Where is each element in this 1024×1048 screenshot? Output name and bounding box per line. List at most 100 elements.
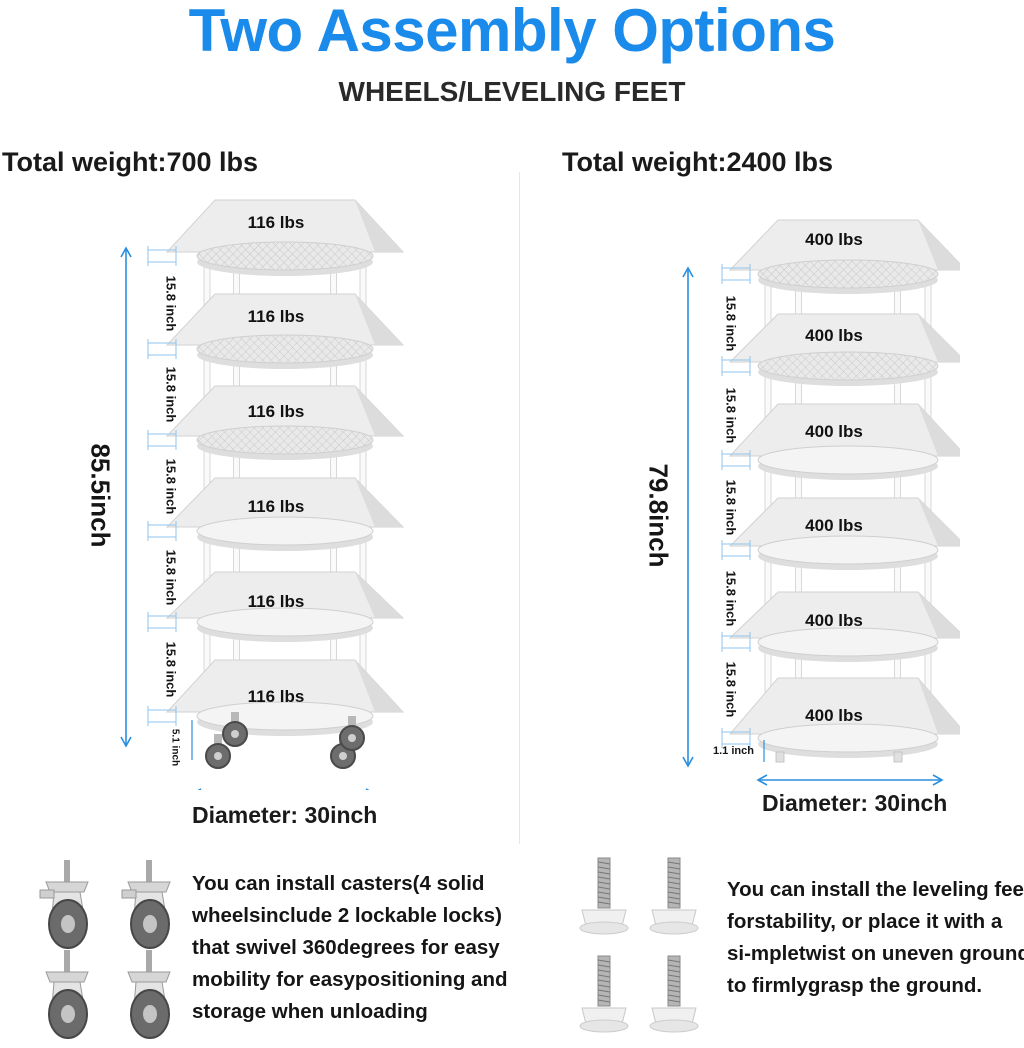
- load-box-side: [918, 314, 960, 362]
- load-box: [728, 591, 960, 639]
- foot-thread-line: [597, 876, 611, 880]
- load-box-side: [355, 386, 403, 436]
- diameter-arrow-right: [932, 774, 944, 786]
- leveling-feet-icon: [579, 857, 699, 1033]
- diameter-arrow-left: [756, 774, 768, 786]
- caster-stem: [214, 734, 222, 748]
- foot-thread-line: [667, 964, 681, 968]
- left-load-label-2: 116 lbs: [247, 307, 305, 326]
- load-box-side: [918, 592, 960, 638]
- rack-foot: [775, 751, 785, 763]
- foot-thread-line: [597, 974, 611, 978]
- foot-thread-line: [597, 979, 611, 983]
- left-rack-illustration: [120, 199, 405, 790]
- foot-thread-line: [667, 979, 681, 983]
- foot-pad: [649, 1019, 699, 1033]
- foot-thread-line: [597, 871, 611, 875]
- foot-thread-line: [667, 959, 681, 963]
- foot-thread-line: [667, 984, 681, 988]
- load-box: [728, 219, 960, 271]
- foot-thread-line: [597, 964, 611, 968]
- height-arrow-top: [120, 246, 132, 258]
- right-load-label-2: 400 lbs: [805, 326, 863, 345]
- right-spacing-label-3: 15.8 inch: [723, 479, 739, 536]
- caster-hub: [348, 734, 356, 742]
- right-load-label-6: 400 lbs: [805, 706, 863, 725]
- left-load-label-5: 116 lbs: [247, 592, 305, 611]
- foot-thread-line: [597, 901, 611, 905]
- right-clearance-label: 1.1 inch: [713, 745, 754, 757]
- caster-line-5: storage when unloading: [192, 1000, 428, 1023]
- left-spacing-label-3: 15.8 inch: [163, 458, 179, 515]
- foot-thread-line: [597, 999, 611, 1003]
- foot-thread-line: [667, 999, 681, 1003]
- shelf-disk: [757, 259, 939, 289]
- caster-plate: [127, 881, 171, 893]
- foot-thread-line: [597, 881, 611, 885]
- left-load-label-4: 116 lbs: [247, 497, 305, 516]
- load-box-side: [918, 498, 960, 546]
- caster-bolt: [146, 950, 152, 972]
- left-load-label-6: 116 lbs: [247, 687, 305, 706]
- caster-lock: [121, 889, 137, 899]
- foot-pad: [579, 921, 629, 935]
- rack-foot: [893, 751, 903, 763]
- foot-thread-line: [667, 881, 681, 885]
- shelf-disk: [757, 445, 939, 475]
- shelf-disk: [196, 425, 374, 455]
- foot-thread-line: [667, 969, 681, 973]
- page-title: Two Assembly Options: [188, 0, 836, 64]
- left-total-weight: Total weight:700 lbs: [2, 147, 259, 177]
- shelf-disk: [196, 334, 374, 364]
- caster-stem: [231, 712, 239, 726]
- caster-bolt: [64, 950, 70, 972]
- shelf-disk: [196, 607, 374, 637]
- foot-pad: [649, 921, 699, 935]
- shelf-disk: [757, 351, 939, 381]
- right-spacing-label-5: 15.8 inch: [723, 661, 739, 718]
- foot-thread-line: [667, 891, 681, 895]
- foot-thread-line: [597, 891, 611, 895]
- left-spacing-label-4: 15.8 inch: [163, 549, 179, 606]
- foot-thread-line: [597, 866, 611, 870]
- right-diameter-label: Diameter: 30inch: [762, 790, 948, 816]
- caster-line-2: wheelsinclude 2 lockable locks): [192, 904, 502, 927]
- foot-thread-line: [667, 876, 681, 880]
- load-box-side: [918, 678, 960, 734]
- feet-line-3: si-mpletwist on uneven ground: [727, 942, 1024, 965]
- caster-line-1: You can install casters(4 solid: [192, 872, 485, 895]
- load-box-side: [355, 478, 403, 527]
- feet-line-4: to firmlygrasp the ground.: [727, 974, 983, 997]
- feet-line-1: You can install the leveling feet: [727, 878, 1024, 901]
- left-spacing-label-1: 15.8 inch: [163, 275, 179, 332]
- left-clearance-label: 5.1 inch: [169, 728, 181, 767]
- foot-thread-line: [667, 974, 681, 978]
- caster-hub: [143, 1005, 157, 1023]
- right-load-label-3: 400 lbs: [805, 422, 863, 441]
- foot-thread-line: [667, 866, 681, 870]
- caster-hub: [61, 1005, 75, 1023]
- caster-description: You can install casters(4 solid wheelsin…: [192, 868, 508, 1028]
- page-subtitle: WHEELS/LEVELING FEET: [338, 76, 686, 107]
- left-load-label-3: 116 lbs: [247, 402, 305, 421]
- load-box: [728, 677, 960, 735]
- caster-line-4: mobility for easypositioning and: [192, 968, 508, 991]
- caster-plate: [45, 971, 89, 983]
- right-total-weight: Total weight:2400 lbs: [562, 147, 834, 177]
- foot-thread-line: [667, 896, 681, 900]
- shelf-disk: [196, 241, 374, 271]
- foot-thread-line: [597, 989, 611, 993]
- right-load-label-1: 400 lbs: [805, 230, 863, 249]
- height-arrow-bottom: [682, 756, 694, 768]
- load-box-side: [355, 294, 403, 345]
- foot-thread-line: [597, 886, 611, 890]
- load-box: [728, 403, 960, 457]
- left-spacing-label-2: 15.8 inch: [163, 366, 179, 423]
- foot-thread-line: [667, 886, 681, 890]
- height-arrow-top: [682, 266, 694, 278]
- caster-hub: [214, 752, 222, 760]
- diameter-arrow-right: [365, 788, 370, 790]
- height-arrow-bottom: [120, 736, 132, 748]
- casters-icon: [39, 860, 171, 1039]
- foot-thread-line: [667, 871, 681, 875]
